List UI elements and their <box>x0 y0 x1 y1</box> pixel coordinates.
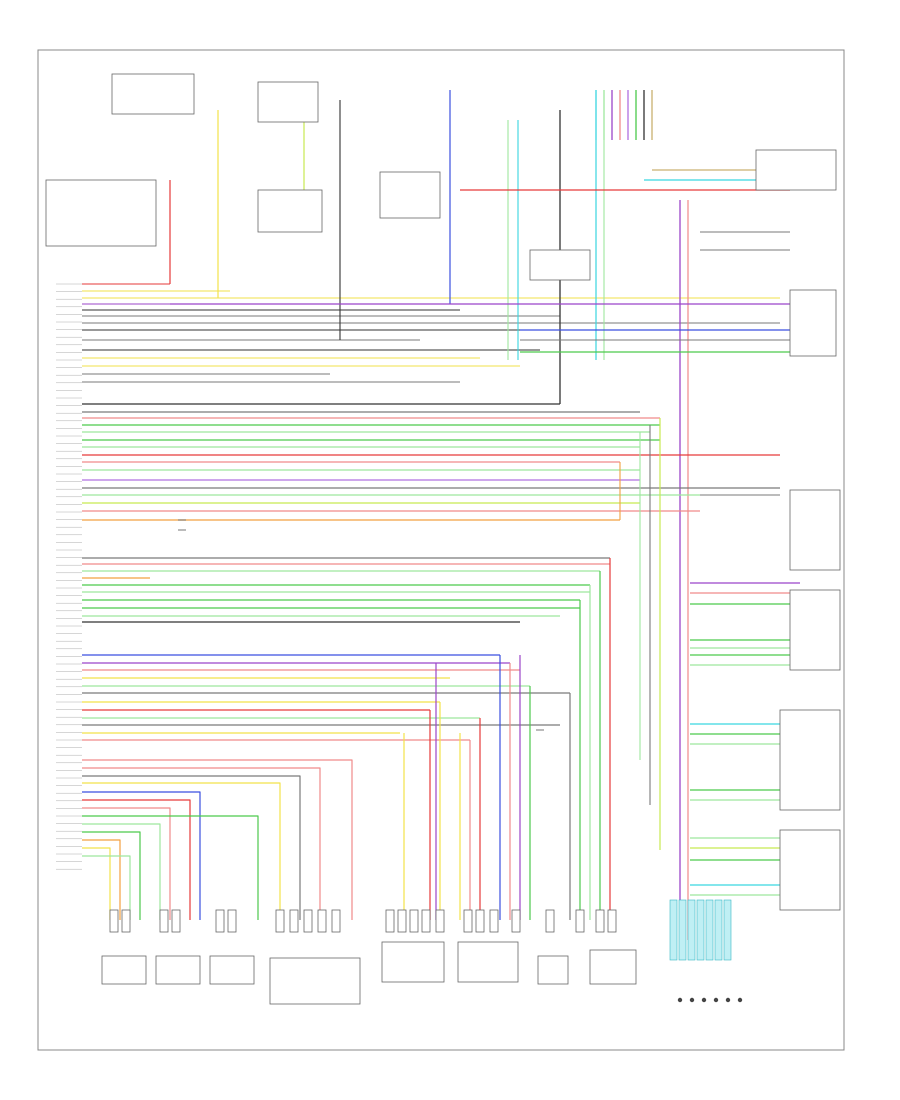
component-box <box>529 249 591 281</box>
ground-terminal <box>737 997 743 1003</box>
wire <box>82 791 201 920</box>
pin-bar <box>397 909 407 933</box>
pin-bar <box>421 909 431 933</box>
component-box <box>457 941 519 983</box>
ground-terminal <box>713 997 719 1003</box>
ecm-pin <box>723 899 732 961</box>
component-layer <box>45 73 841 1005</box>
ground-terminal <box>689 997 695 1003</box>
wire <box>82 855 131 920</box>
pin-bar <box>289 909 299 933</box>
pin-bar <box>435 909 445 933</box>
wire-layer <box>82 90 800 940</box>
diagram-frame <box>37 49 845 1051</box>
pin-bar <box>595 909 605 933</box>
component-box <box>779 829 841 911</box>
pin-bar <box>109 909 119 933</box>
ecm-pin <box>669 899 678 961</box>
component-box <box>101 955 147 985</box>
component-box <box>589 949 637 985</box>
component-box <box>257 189 323 233</box>
pin-bar <box>511 909 521 933</box>
component-box <box>111 73 195 115</box>
pin-bar <box>227 909 237 933</box>
wire <box>82 767 321 920</box>
pin-bar <box>489 909 499 933</box>
wire <box>82 807 171 920</box>
pin-bar <box>121 909 131 933</box>
pin-bar <box>575 909 585 933</box>
ground-terminal <box>701 997 707 1003</box>
component-box <box>379 171 441 219</box>
ground-terminal <box>725 997 731 1003</box>
pin-bar <box>545 909 555 933</box>
wire <box>82 847 111 920</box>
pin-bar <box>275 909 285 933</box>
component-box <box>789 289 837 357</box>
ecm-pin <box>696 899 705 961</box>
pin-bar <box>409 909 419 933</box>
ecm-pin <box>687 899 696 961</box>
component-box <box>381 941 445 983</box>
wire <box>82 823 161 920</box>
ecm-pin <box>705 899 714 961</box>
wire <box>82 782 281 920</box>
pin-bar <box>215 909 225 933</box>
pin-bar <box>385 909 395 933</box>
wire <box>82 831 141 920</box>
pin-bar <box>607 909 617 933</box>
pin-bar <box>159 909 169 933</box>
pin-bar <box>303 909 313 933</box>
pin-label-layer <box>56 283 82 870</box>
component-box <box>789 589 841 671</box>
ground-terminal <box>677 997 683 1003</box>
wire <box>82 839 121 920</box>
pin-bar <box>171 909 181 933</box>
component-box <box>755 149 837 191</box>
component-box <box>155 955 201 985</box>
component-box <box>257 81 319 123</box>
pin-bar <box>331 909 341 933</box>
component-box <box>789 489 841 571</box>
component-box <box>537 955 569 985</box>
wire <box>82 799 191 920</box>
wire <box>82 759 353 920</box>
wire <box>82 775 301 920</box>
component-box <box>269 957 361 1005</box>
pin-bar <box>317 909 327 933</box>
component-box <box>779 709 841 811</box>
pin-bar <box>475 909 485 933</box>
ecm-pin <box>678 899 687 961</box>
wire <box>82 815 259 920</box>
ecm-pin <box>714 899 723 961</box>
component-box <box>45 179 157 247</box>
pin-bar <box>463 909 473 933</box>
component-box <box>209 955 255 985</box>
